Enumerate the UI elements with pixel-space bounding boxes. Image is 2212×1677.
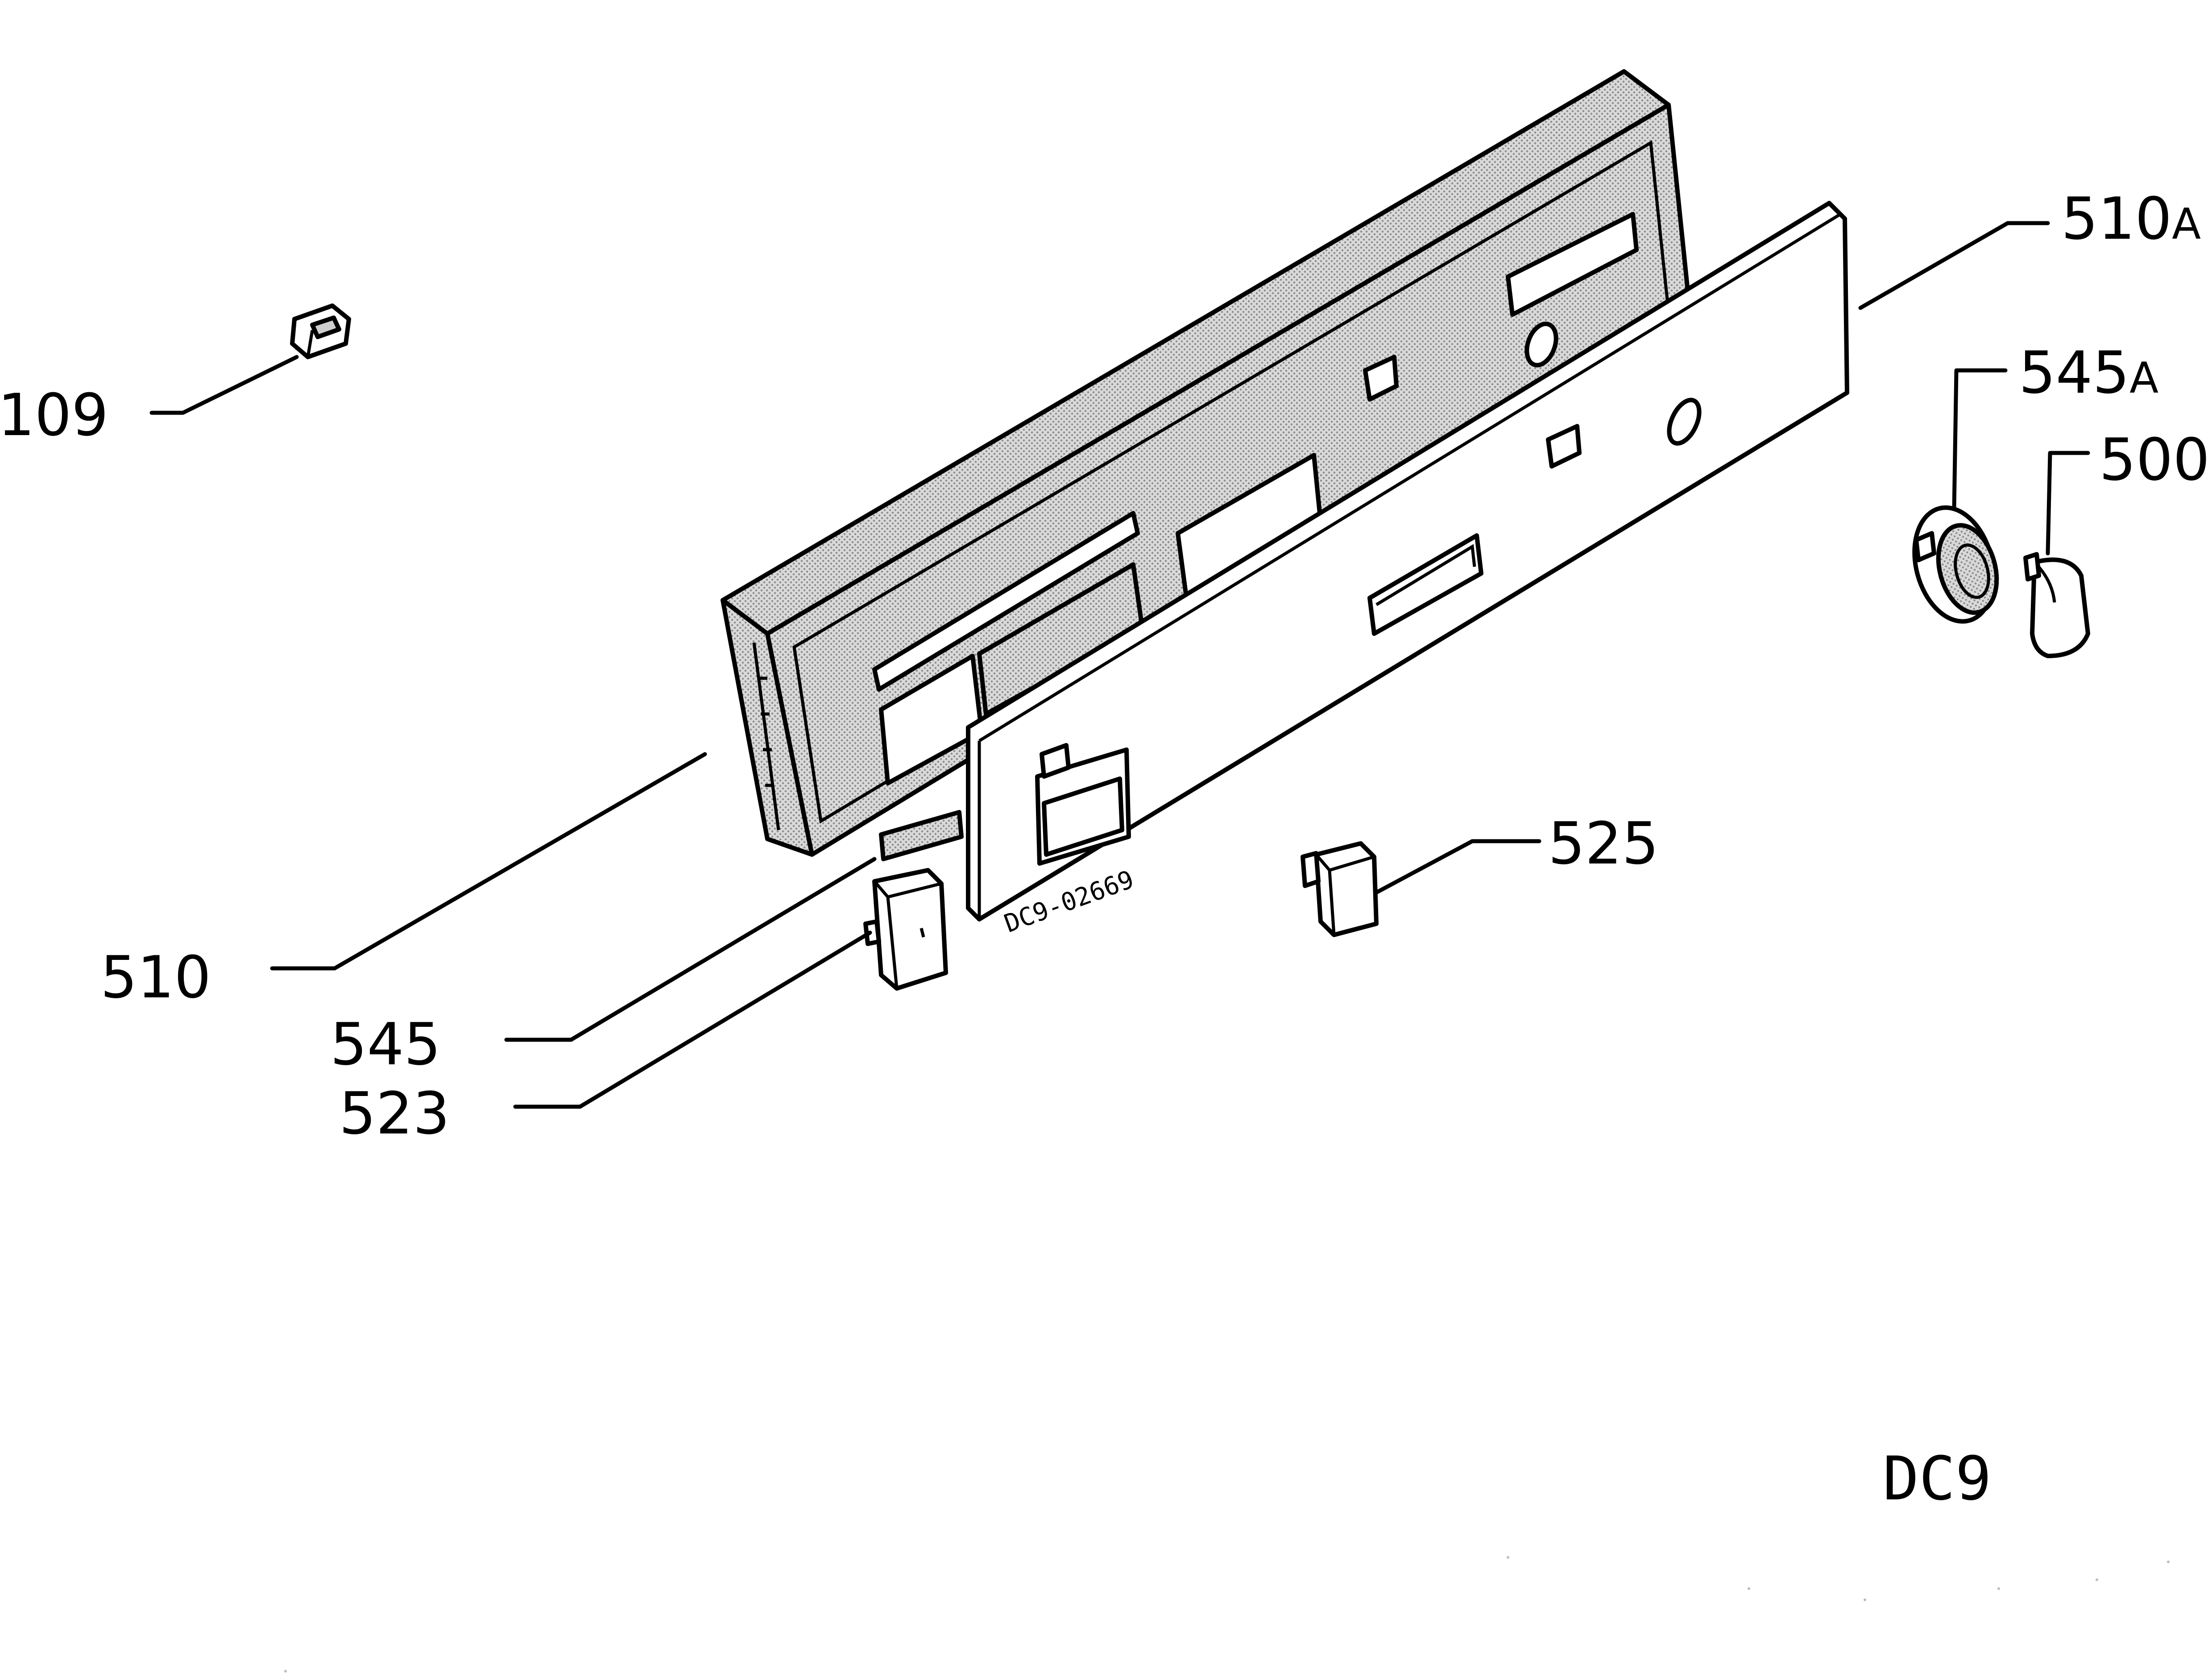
leader-545A bbox=[1952, 368, 2008, 511]
label-109: 109 bbox=[0, 381, 108, 449]
label-500: 500 bbox=[2099, 426, 2210, 494]
leader-510 bbox=[270, 752, 707, 971]
part-545-bar bbox=[879, 810, 964, 861]
leader-lines bbox=[149, 221, 2090, 1109]
leader-510A bbox=[1858, 221, 2050, 310]
label-525: 525 bbox=[1548, 809, 1659, 877]
part-510-panel-housing bbox=[721, 69, 1693, 857]
diagram-code: DC9 bbox=[1883, 1444, 1992, 1514]
label-510: 510 bbox=[100, 943, 211, 1011]
label-545: 545 bbox=[330, 1010, 441, 1078]
part-500-knob-cap bbox=[2023, 552, 2090, 658]
part-525-small-button bbox=[1301, 841, 1379, 937]
leader-500 bbox=[2046, 451, 2090, 556]
label-510A: 510A bbox=[2061, 185, 2201, 253]
part-109-clip bbox=[290, 303, 351, 359]
leader-523 bbox=[513, 930, 872, 1109]
part-545A-rotary-knob bbox=[1912, 505, 1999, 624]
leader-109 bbox=[149, 355, 299, 415]
leader-545 bbox=[504, 857, 877, 1042]
part-labels: 109 510A 545A 500 525 510 545 523 bbox=[0, 185, 2210, 1147]
part-510A-fascia-plate: DC9-02669 bbox=[966, 201, 1849, 938]
scan-noise bbox=[284, 1556, 2170, 1673]
part-523-push-button bbox=[863, 868, 948, 991]
label-523: 523 bbox=[339, 1079, 450, 1147]
label-545A: 545A bbox=[2019, 339, 2158, 407]
leader-525 bbox=[1374, 839, 1541, 895]
